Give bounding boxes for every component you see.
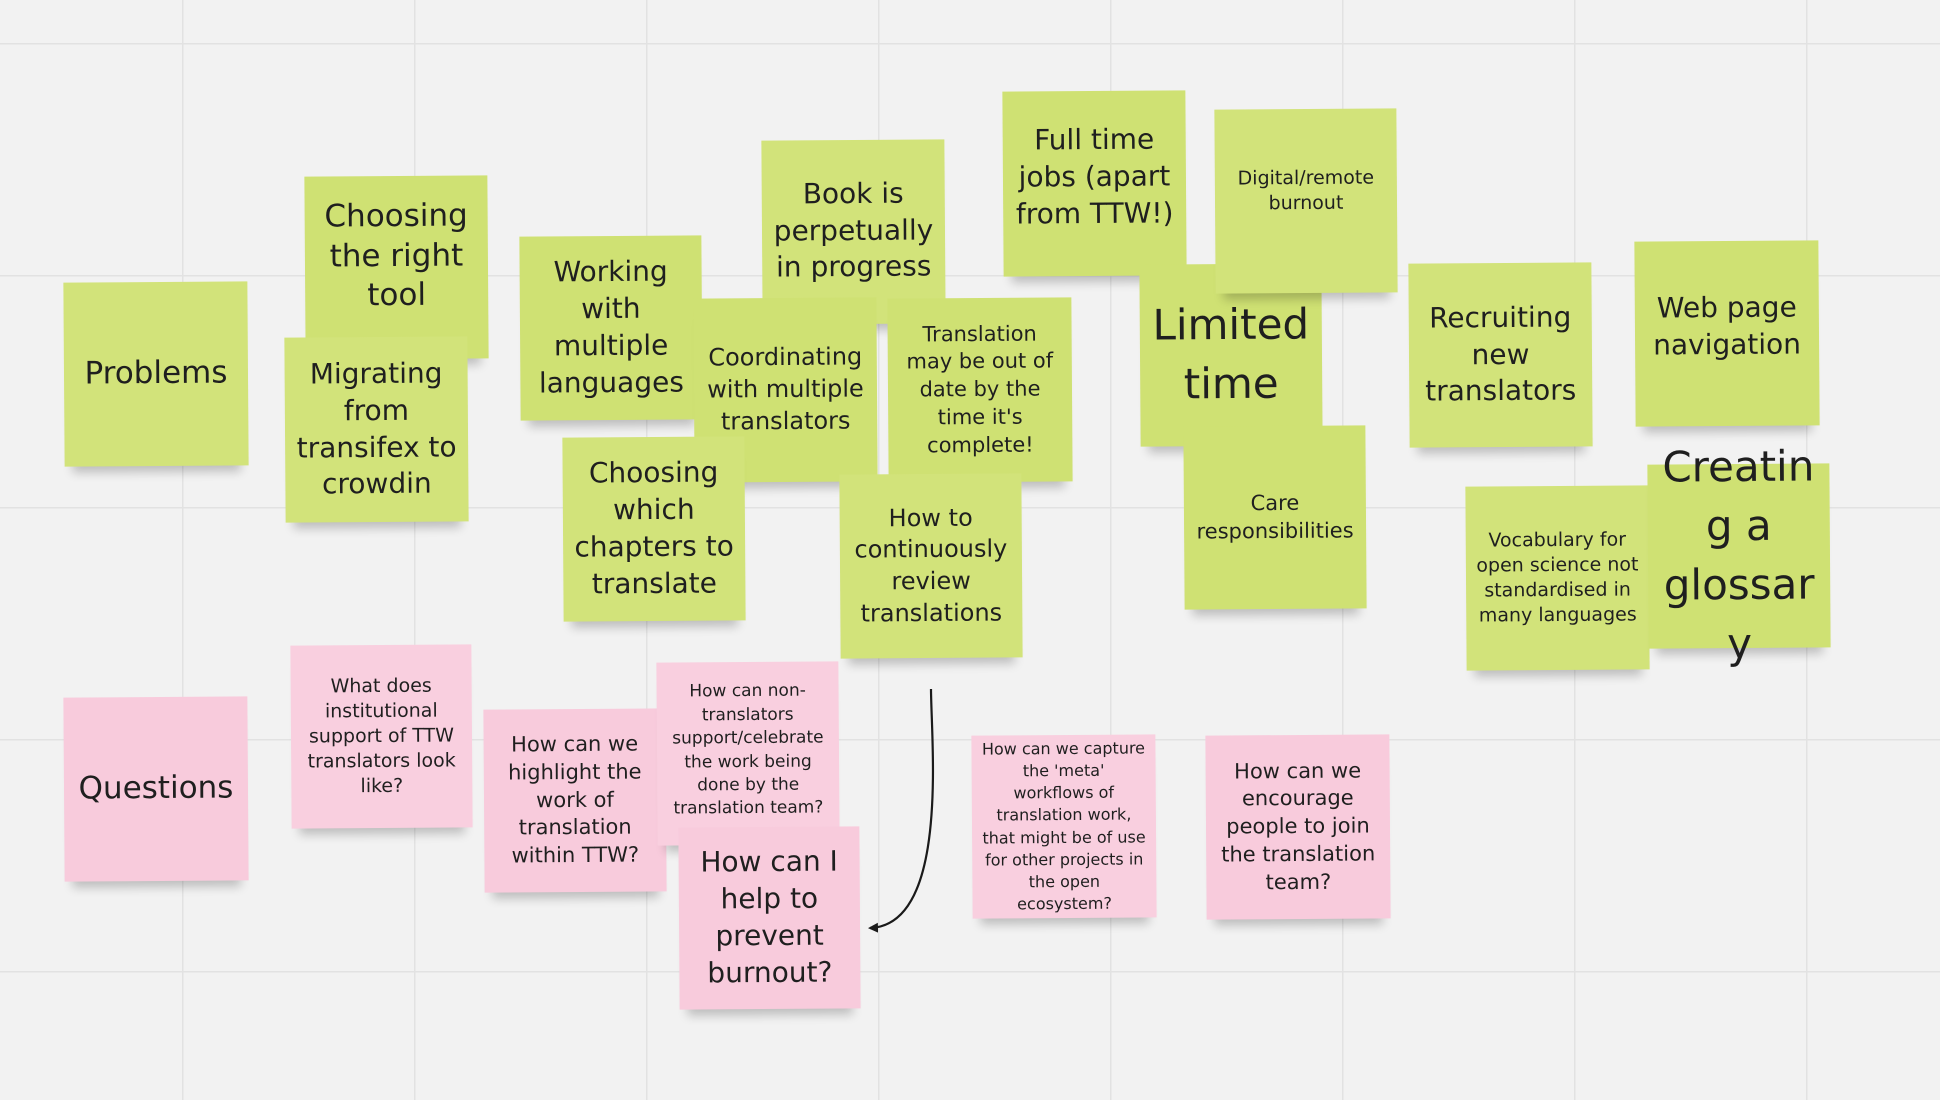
sticky-note-highlight-translation[interactable]: How can we highlight the work of transla… (483, 708, 667, 893)
sticky-note-out-of-date[interactable]: Translation may be out of date by the ti… (887, 297, 1073, 483)
sticky-note-digital-burnout[interactable]: Digital/remote burnout (1214, 108, 1398, 294)
sticky-note-migrating[interactable]: Migrating from transifex to crowdin (284, 336, 469, 523)
sticky-note-non-translators[interactable]: How can non-translators support/celebrat… (656, 661, 840, 846)
sticky-note-encourage-joining[interactable]: How can we encourage people to join the … (1205, 734, 1391, 920)
sticky-note-institutional-support[interactable]: What does institutional support of TTW t… (290, 644, 473, 829)
sticky-note-vocabulary[interactable]: Vocabulary for open science not standard… (1465, 485, 1650, 671)
sticky-note-care-responsibilities[interactable]: Care responsibilities (1183, 425, 1367, 610)
sticky-note-prevent-burnout[interactable]: How can I help to prevent burnout? (678, 826, 861, 1010)
connector-line[interactable] (868, 688, 935, 933)
sticky-note-meta-workflows[interactable]: How can we capture the 'meta' workflows … (971, 734, 1157, 919)
sticky-note-full-time-jobs[interactable]: Full time jobs (apart from TTW!) (1002, 90, 1187, 277)
sticky-note-web-navigation[interactable]: Web page navigation (1634, 240, 1820, 427)
sticky-note-choosing-tool[interactable]: Choosing the right tool (304, 175, 489, 360)
sticky-note-multiple-languages[interactable]: Working with multiple languages (519, 235, 703, 421)
sticky-note-continuous-review[interactable]: How to continuously review translations (839, 473, 1023, 659)
sticky-note-glossary[interactable]: Creating a glossary (1647, 442, 1831, 668)
sticky-note-choosing-chapters[interactable]: Choosing which chapters to translate (562, 436, 746, 622)
sticky-note-problems-label[interactable]: Problems (63, 281, 249, 467)
sticky-note-questions-label[interactable]: Questions (63, 696, 249, 882)
sticky-note-recruiting[interactable]: Recruiting new translators (1408, 262, 1593, 448)
